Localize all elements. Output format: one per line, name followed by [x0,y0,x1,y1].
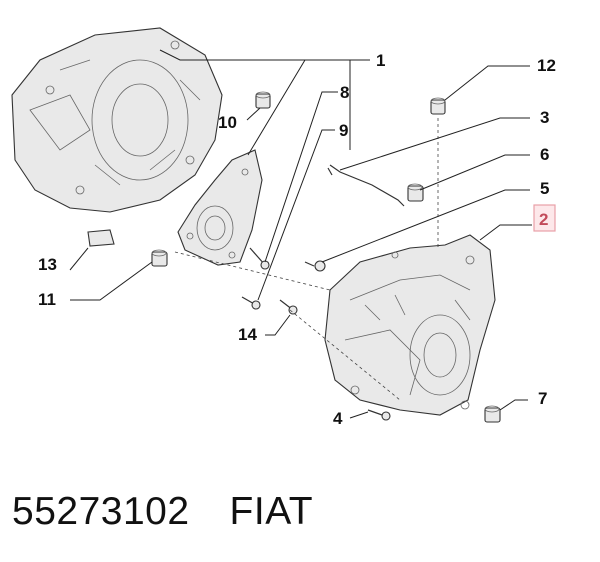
leader-2 [479,224,532,241]
bushing-7 [484,405,501,423]
callout-7: 7 [538,389,547,408]
bushing-10 [255,91,271,109]
clutch-housing-part [11,27,223,213]
callout-6: 6 [540,145,549,164]
callout-3: 3 [540,108,549,127]
bolt-8 [249,247,270,270]
leader-4 [349,411,369,419]
leader-11 [70,261,153,301]
leader-12 [444,65,530,101]
plate-13 [87,229,115,247]
bolts-14 [241,296,298,315]
leader-7 [499,399,528,411]
leader-5 [321,189,530,263]
leader-6 [419,154,530,191]
dowel-11 [151,249,168,267]
bolt-4 [367,409,391,421]
callout-1: 1 [376,51,385,70]
callout-2: 2 [539,210,548,229]
leader-13 [69,247,89,271]
callout-12: 12 [537,56,556,75]
brand-name: FIAT [229,490,314,533]
highlight-box-2 [533,204,556,232]
callout-9: 9 [339,121,348,140]
bushing-6 [407,183,424,202]
callout-13: 13 [38,255,57,274]
callout-4: 4 [333,409,343,428]
gasket-plate-part [177,149,263,266]
part-number: 55273102 [12,490,190,533]
leader-9 [257,129,335,301]
part-caption: 55273102 FIAT [12,490,592,550]
leader-3 [339,117,530,171]
gearbox-housing-part [324,234,496,416]
callout-5: 5 [540,179,549,198]
callout-10: 10 [218,113,237,132]
callout-11: 11 [38,290,56,309]
leader-1b [247,59,350,156]
callout-14: 14 [238,325,257,344]
leader-14 [265,314,291,336]
bolt-5 [304,260,326,272]
exploded-parts-diagram: 1 8 9 10 12 3 6 5 2 13 11 14 7 4 [11,27,556,428]
lever-3 [327,164,405,207]
plug-12 [430,97,446,115]
leader-8 [264,91,338,263]
callout-8: 8 [340,83,349,102]
leader-1 [159,49,370,150]
alignment-line-upper [174,251,331,291]
leader-10 [246,107,261,121]
